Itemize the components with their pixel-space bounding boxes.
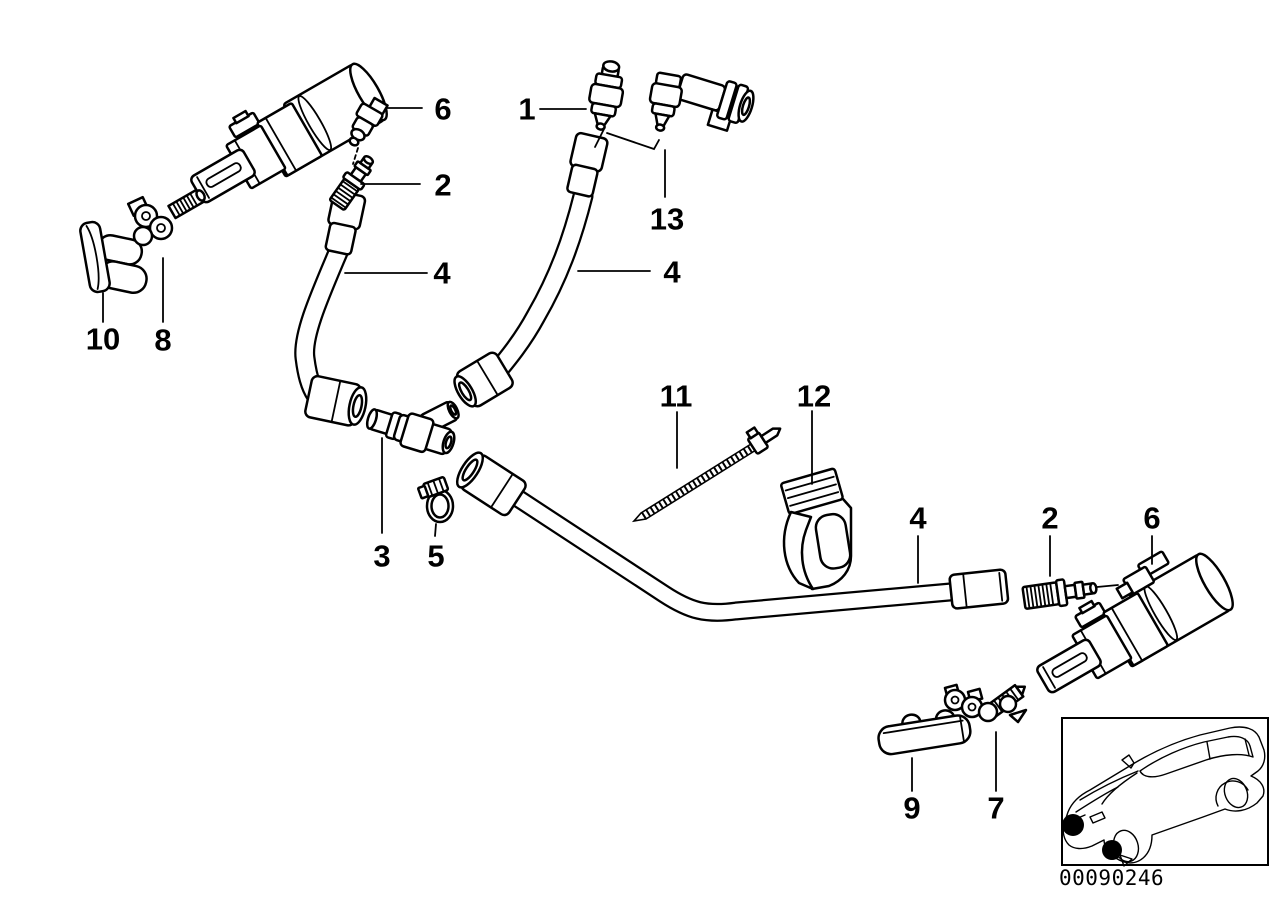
callout-13[interactable]: 13 bbox=[650, 202, 684, 237]
part-13-drawing bbox=[648, 71, 755, 132]
part-6-left-nozzle bbox=[348, 96, 389, 147]
hose-4-long-drawing bbox=[455, 451, 1010, 622]
callout-7[interactable]: 7 bbox=[987, 791, 1004, 826]
connector-line-1-hose bbox=[594, 128, 605, 148]
callout-11[interactable]: 11 bbox=[660, 379, 693, 414]
part6-part2-dashed-line bbox=[352, 147, 359, 165]
callout-4-middle[interactable]: 4 bbox=[663, 255, 681, 290]
inset-border bbox=[1061, 717, 1269, 866]
part-8-drawing bbox=[126, 188, 206, 247]
callout-6-right[interactable]: 6 bbox=[1143, 501, 1160, 536]
callout-1[interactable]: 1 bbox=[518, 92, 535, 127]
part-6-left-drawing bbox=[190, 62, 389, 204]
leader-5 bbox=[434, 523, 437, 537]
callout-4-right[interactable]: 4 bbox=[909, 501, 927, 536]
callout-3[interactable]: 3 bbox=[373, 539, 390, 574]
callout-2-right[interactable]: 2 bbox=[1041, 501, 1058, 536]
part-2-right-drawing bbox=[1021, 578, 1098, 610]
part-9-drawing bbox=[877, 709, 972, 756]
callout-labels: 6 1 2 13 4 4 10 8 11 12 3 5 4 2 6 9 7 bbox=[86, 92, 1161, 826]
callout-10[interactable]: 10 bbox=[86, 322, 120, 357]
hose-4-middle-drawing bbox=[453, 131, 609, 408]
part-5-drawing bbox=[417, 476, 455, 524]
location-marker-right bbox=[1102, 840, 1122, 860]
location-marker-left bbox=[1062, 814, 1084, 836]
part-3-drawing bbox=[365, 400, 460, 456]
image-id: 00090246 bbox=[1059, 866, 1164, 890]
leader-2-to-6-right bbox=[1096, 584, 1119, 588]
callout-6-left[interactable]: 6 bbox=[434, 92, 451, 127]
connector-line-1-13 bbox=[606, 132, 660, 151]
callout-2-left[interactable]: 2 bbox=[434, 168, 451, 203]
part-10-drawing bbox=[79, 220, 148, 295]
part-2-left-drawing bbox=[328, 155, 375, 211]
part-6-right-drawing bbox=[1036, 550, 1234, 694]
part-12-drawing bbox=[780, 467, 853, 591]
part-7-drawing bbox=[943, 683, 1028, 724]
leader-lines bbox=[102, 107, 1153, 792]
part-11-drawing bbox=[631, 426, 782, 523]
callout-5[interactable]: 5 bbox=[427, 539, 444, 574]
car-location-inset bbox=[1061, 717, 1269, 867]
callout-8[interactable]: 8 bbox=[154, 323, 171, 358]
callout-9[interactable]: 9 bbox=[903, 791, 920, 826]
callout-12[interactable]: 12 bbox=[797, 379, 831, 414]
callout-4-left[interactable]: 4 bbox=[433, 256, 451, 291]
part-1-drawing bbox=[588, 60, 625, 131]
